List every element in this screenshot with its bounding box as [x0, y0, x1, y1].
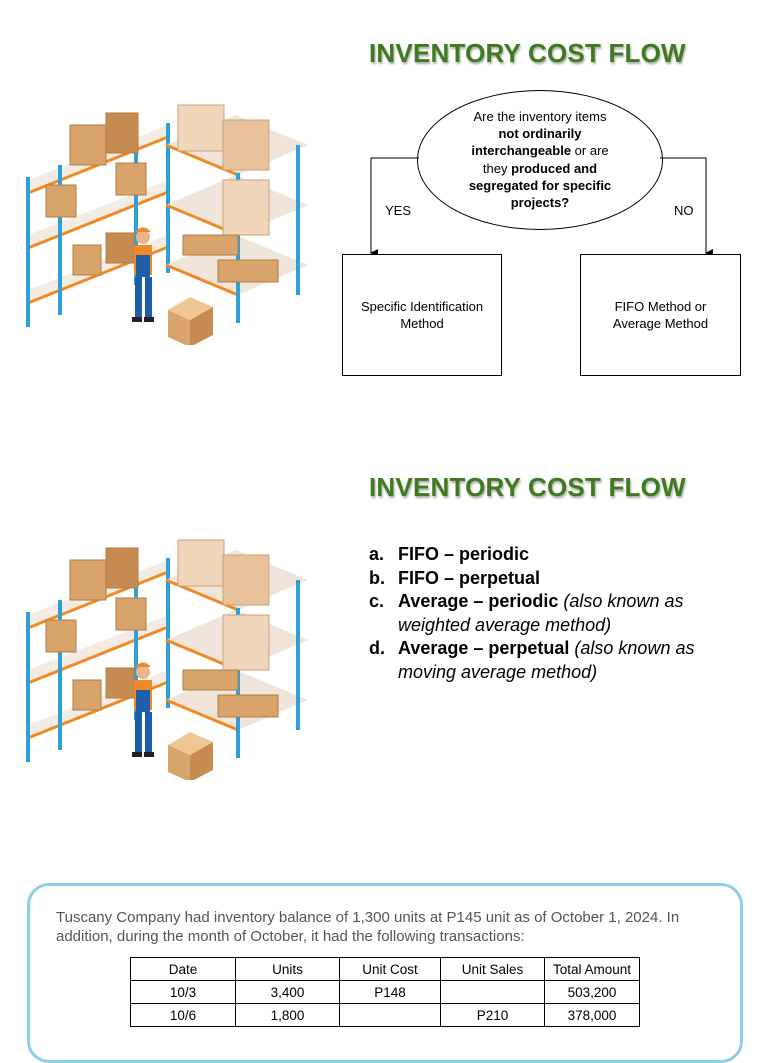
- flow-connectors: [370, 157, 713, 257]
- method-name: Average – periodic: [398, 591, 559, 611]
- slide-title: INVENTORY COST FLOW: [369, 472, 686, 502]
- slide-title: INVENTORY COST FLOW: [369, 38, 686, 68]
- boxes-right: [177, 104, 279, 283]
- table-cell: 503,200: [544, 980, 640, 1004]
- table-header-row: Date Units Unit Cost Unit Sales Total Am…: [130, 957, 640, 981]
- slide-methods: INVENTORY COST FLOW: [0, 440, 768, 840]
- question-line: interchangeable: [471, 143, 572, 159]
- list-letter: a.: [369, 544, 385, 564]
- question-line: segregated for specific: [468, 177, 612, 193]
- box-line: Method: [400, 316, 444, 331]
- method-name: FIFO – periodic: [398, 544, 530, 564]
- floor-box: [168, 732, 213, 780]
- header-date: Date: [130, 957, 236, 981]
- question-line: Are the inventory items: [473, 109, 607, 124]
- question-line: projects?: [510, 195, 570, 211]
- table-cell: 10/6: [130, 1003, 236, 1027]
- table-cell: [440, 980, 545, 1004]
- table-cell: 1,800: [235, 1003, 340, 1027]
- table-cell: 3,400: [235, 980, 340, 1004]
- box-line: Specific Identification: [360, 299, 484, 314]
- boxes-left: [45, 547, 147, 711]
- specific-identification-box: Specific Identification Method: [342, 254, 502, 376]
- list-item: c. Average – periodic (also known as wei…: [369, 590, 729, 637]
- slide-decision: INVENTORY COST FLOW: [0, 0, 768, 410]
- question-line: they: [482, 160, 512, 176]
- list-item: b. FIFO – perpetual: [369, 567, 729, 591]
- boxes-left: [45, 112, 147, 276]
- table-cell: 10/3: [130, 980, 236, 1004]
- question-line: produced and: [511, 160, 598, 176]
- worker: [132, 227, 154, 322]
- list-letter: d.: [369, 638, 385, 658]
- method-name: FIFO – perpetual: [398, 567, 541, 588]
- decision-question: Are the inventory items not ordinarily i…: [440, 108, 640, 211]
- box-line: FIFO Method or: [614, 299, 707, 314]
- worker: [132, 662, 154, 757]
- warehouse-illustration: [26, 539, 308, 780]
- table-cell: P148: [339, 980, 441, 1004]
- list-letter: b.: [369, 567, 385, 588]
- no-label: NO: [674, 203, 694, 218]
- method-note: (also known as moving average method): [398, 638, 695, 682]
- list-item: a. FIFO – periodic: [369, 543, 729, 567]
- list-letter: c.: [369, 591, 385, 611]
- floor-box: [168, 297, 213, 345]
- header-total-amount: Total Amount: [544, 957, 640, 981]
- boxes-right: [177, 539, 279, 718]
- transactions-table: Date Units Unit Cost Unit Sales Total Am…: [130, 957, 640, 1027]
- question-line: or are: [571, 143, 609, 159]
- yes-arrow: [370, 157, 419, 257]
- method-name: Average – perpetual: [398, 638, 570, 658]
- warehouse-illustration: [26, 104, 308, 345]
- table-row: 10/6 1,800 P210 378,000: [130, 1003, 640, 1027]
- header-units: Units: [235, 957, 340, 981]
- problem-text: Tuscany Company had inventory balance of…: [56, 909, 680, 945]
- table-cell: P210: [440, 1003, 545, 1027]
- header-unit-sales: Unit Sales: [440, 957, 545, 981]
- header-unit-cost: Unit Cost: [339, 957, 441, 981]
- table-cell: [339, 1003, 441, 1027]
- table-cell: 378,000: [544, 1003, 640, 1027]
- box-line: Average Method: [612, 316, 709, 331]
- table-row: 10/3 3,400 P148 503,200: [130, 980, 640, 1004]
- cost-flow-methods-list: a. FIFO – periodic b. FIFO – perpetual c…: [369, 543, 729, 684]
- question-line: not ordinarily: [498, 126, 582, 142]
- yes-label: YES: [385, 203, 412, 218]
- method-note: (also known as weighted average method): [398, 591, 684, 635]
- no-arrow: [660, 157, 713, 257]
- fifo-average-box: FIFO Method or Average Method: [580, 254, 741, 376]
- decision-oval: [417, 90, 663, 230]
- problem-card: Tuscany Company had inventory balance of…: [27, 883, 743, 1063]
- list-item: d. Average – perpetual (also known as mo…: [369, 637, 729, 684]
